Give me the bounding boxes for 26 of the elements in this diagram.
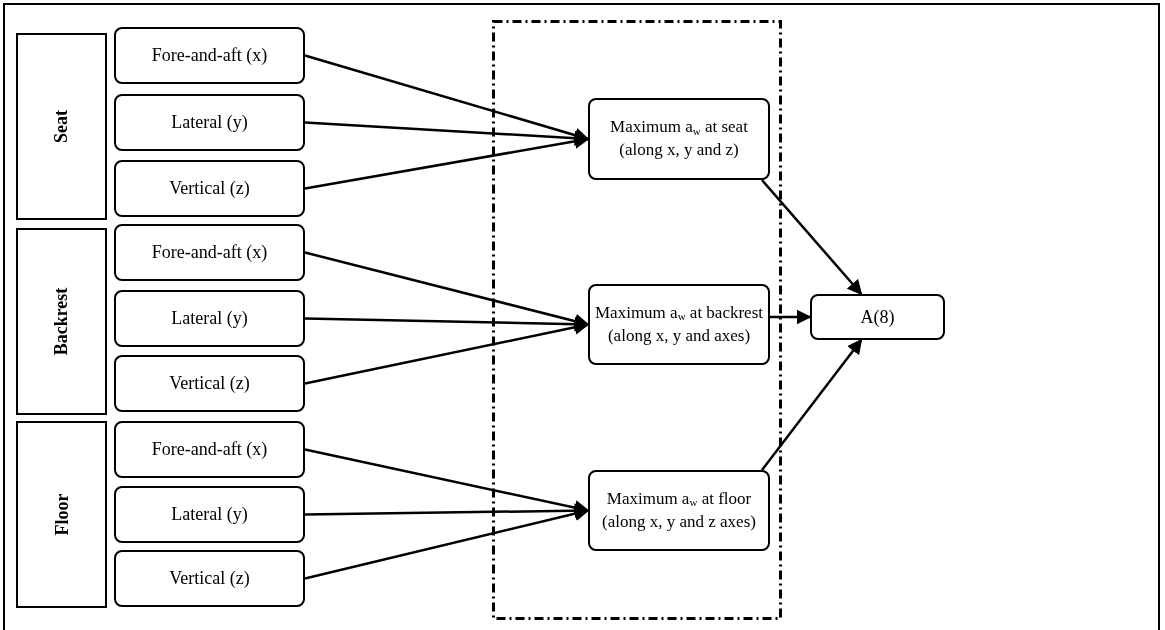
arrow [761, 179, 863, 296]
arrow [304, 121, 590, 146]
arrow [770, 309, 812, 325]
process-box: Fore-and-aft (x) [114, 224, 305, 281]
process-box: Vertical (z) [114, 355, 305, 412]
result-box: Maximum a$_{w}$ at floor (along x, y and z axes) [588, 470, 770, 551]
result-box: Maximum a$_{w}$ at seat (along x, y and z) [588, 98, 770, 180]
result-box: Maximum a$_{w}$ at backrest (along x, y and axes) [588, 284, 770, 365]
arrow [304, 133, 590, 190]
group-box [16, 421, 107, 608]
group-box [16, 33, 107, 220]
arrow [761, 338, 863, 471]
process-box: Lateral (y) [114, 486, 305, 543]
group-label: Backrest [50, 287, 72, 356]
process-box: Lateral (y) [114, 290, 305, 347]
process-box: Fore-and-aft (x) [114, 421, 305, 478]
group-box [16, 228, 107, 415]
process-box: Vertical (z) [114, 550, 305, 607]
group-label: Floor [50, 493, 72, 536]
process-box: Vertical (z) [114, 160, 305, 217]
group-label: Seat [50, 110, 72, 143]
process-box: A(8) [810, 294, 945, 340]
arrow [304, 506, 590, 580]
process-box: Lateral (y) [114, 94, 305, 151]
process-box: Fore-and-aft (x) [114, 27, 305, 84]
arrow [304, 319, 590, 385]
